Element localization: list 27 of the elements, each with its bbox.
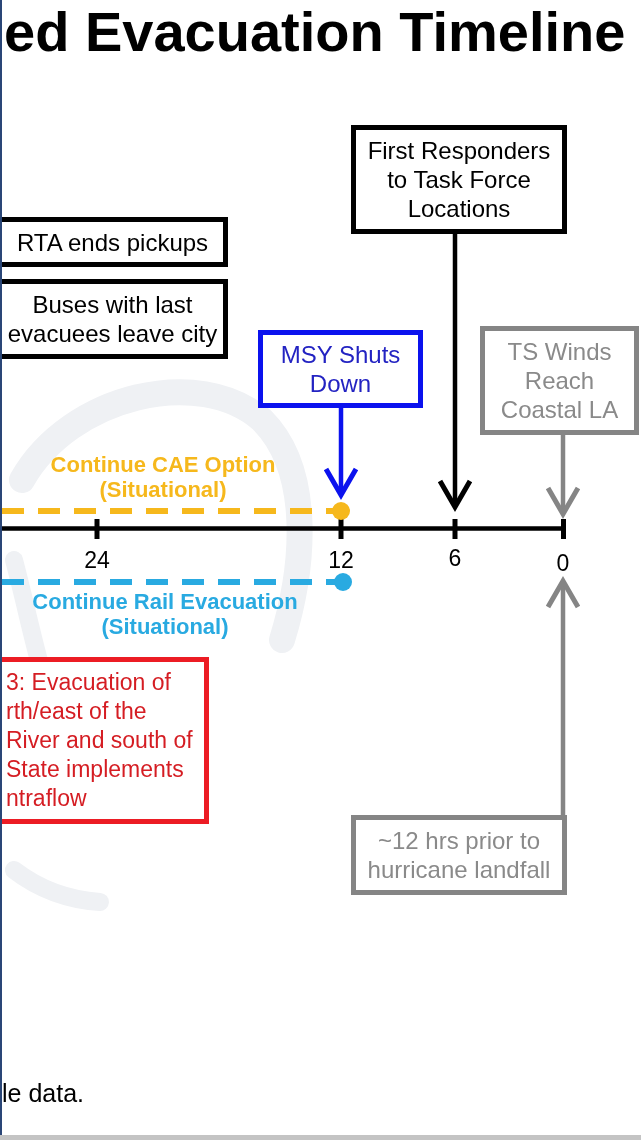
event-text: Buses with last evacuees leave city [6, 290, 219, 348]
arrow [323, 408, 359, 498]
event-text: TS Winds Reach Coastal LA [499, 337, 620, 424]
event-text: 3: Evacuation of rth/east of the River and south of State implements ntraflow [6, 668, 194, 813]
event-box [351, 815, 567, 895]
event-text: RTA ends pickups [16, 227, 209, 257]
tick-label: 6 [447, 545, 463, 571]
event-text: First Responders to Task Force Locations [366, 136, 552, 223]
tick-label: 12 [327, 547, 355, 573]
event-box [480, 326, 639, 435]
tick-mark [561, 519, 566, 539]
slide-title: ed Evacuation Timeline [4, 2, 626, 62]
event-box [2, 217, 228, 267]
event-text: ~12 hrs prior to hurricane landfall [366, 826, 552, 884]
event-text: MSY Shuts Down [279, 340, 402, 398]
bar-label: Continue Rail Evacuation (Situational) [31, 589, 299, 639]
arrow [437, 234, 473, 510]
event-box [2, 657, 209, 824]
arrow [545, 578, 581, 815]
footnote-text: le data. [2, 1078, 84, 1108]
event-box [351, 125, 567, 234]
event-box [258, 330, 423, 408]
bar-label: Continue CAE Option (Situational) [49, 452, 277, 502]
tick-label: 0 [543, 550, 583, 576]
arrow [545, 435, 581, 517]
tick-label: 24 [83, 547, 111, 573]
event-box [2, 279, 228, 359]
